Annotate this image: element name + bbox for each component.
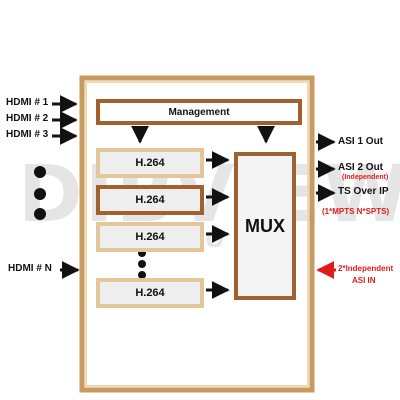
encoder-box-4: H.264	[96, 278, 204, 308]
input-label-hdmi-2: HDMI # 2	[6, 113, 49, 124]
enc-dot-3	[138, 271, 146, 279]
encoder-box-2: H.264	[96, 185, 204, 215]
input-dot-3	[34, 208, 46, 220]
encoder-label: H.264	[135, 194, 165, 206]
enc-dot-2	[138, 260, 146, 268]
output-note-asi2: (Independent)	[342, 174, 389, 181]
output-label-asi1: ASI 1 Out	[338, 136, 384, 147]
encoder-box-3: H.264	[96, 222, 204, 252]
management-label: Management	[168, 106, 230, 118]
main-frame	[79, 75, 315, 393]
encoder-box-1: H.264	[96, 148, 204, 178]
output-label-ts: TS Over IP	[338, 186, 389, 197]
input-dot-1	[34, 166, 46, 178]
input-label-asi-in-1: 2*Independent	[338, 264, 394, 273]
encoder-label: H.264	[135, 157, 165, 169]
encoder-label: H.264	[135, 287, 165, 299]
input-dot-2	[34, 188, 46, 200]
mux-box: MUX	[234, 152, 296, 300]
output-label-asi2: ASI 2 Out	[338, 162, 384, 173]
mux-label: MUX	[245, 215, 285, 236]
input-label-hdmi-n: HDMI # N	[8, 263, 52, 274]
input-label-asi-in-2: ASI IN	[352, 276, 376, 285]
main-frame-inner	[85, 81, 309, 387]
output-note-ts: (1*MPTS N*SPTS)	[322, 207, 390, 216]
input-label-hdmi-3: HDMI # 3	[6, 129, 49, 140]
encoder-label: H.264	[135, 231, 165, 243]
management-box: Management	[96, 99, 302, 125]
input-label-hdmi-1: HDMI # 1	[6, 97, 49, 108]
